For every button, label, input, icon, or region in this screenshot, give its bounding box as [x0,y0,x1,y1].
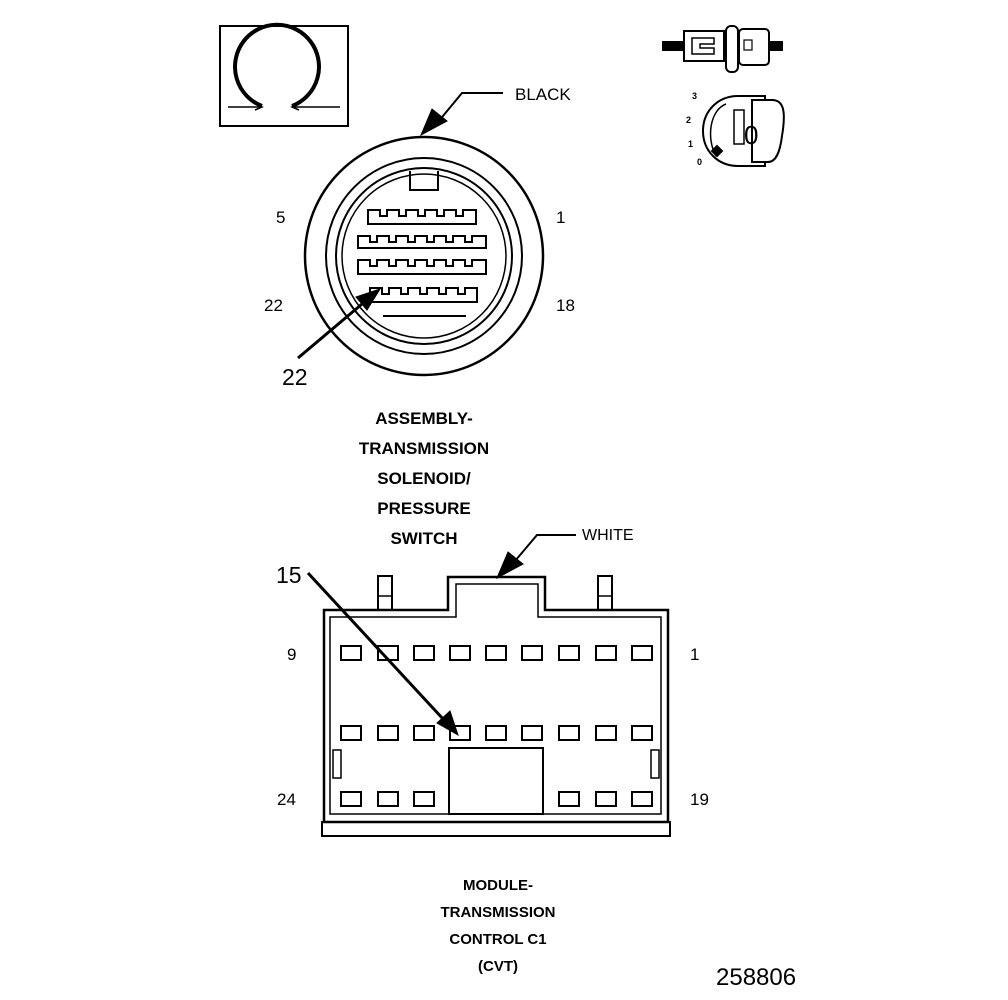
connector-plug-icon [662,25,783,73]
pin-label-22: 22 [264,296,283,315]
ignition-key-icon [701,95,785,167]
callout-pin-22: 22 [282,364,308,390]
pin-label-24: 24 [277,790,296,809]
key-position-2: 2 [686,115,692,125]
key-position-1: 1 [688,139,694,149]
rectangular-connector [321,575,671,837]
pin-label-1-bottom: 1 [690,645,700,664]
bottom-title-line-1: MODULE- [463,877,533,894]
key-position-0: 0 [697,157,703,167]
top-title-line-3: SOLENOID/ [377,469,471,488]
top-title-line-5: SWITCH [390,529,458,548]
top-title-line-4: PRESSURE [377,499,471,518]
callout-pin-15: 15 [276,562,302,588]
pin-label-19: 19 [690,790,709,809]
top-title-line-1: ASSEMBLY- [375,409,473,428]
pin-label-5: 5 [276,208,286,227]
key-position-3: 3 [692,91,698,101]
white-color-label: WHITE [582,527,634,544]
omega-symbol-icon [219,22,349,127]
bottom-title-line-2: TRANSMISSION [440,904,556,921]
pin-label-1: 1 [556,208,566,227]
figure-number: 258806 [716,964,797,991]
pin-label-9: 9 [287,645,297,664]
pin-label-18: 18 [556,296,575,315]
black-color-label: BLACK [515,85,571,104]
pin-22-callout-arrow [297,288,382,360]
pin-15-callout-arrow [306,571,459,737]
round-connector [303,135,545,377]
black-callout-arrow [419,92,503,137]
white-callout-arrow [495,534,576,580]
bottom-title-line-3: CONTROL C1 [449,931,547,948]
key-label: 0 [744,120,759,150]
bottom-title-line-4: (CVT) [478,958,518,975]
top-title-line-2: TRANSMISSION [358,439,490,458]
